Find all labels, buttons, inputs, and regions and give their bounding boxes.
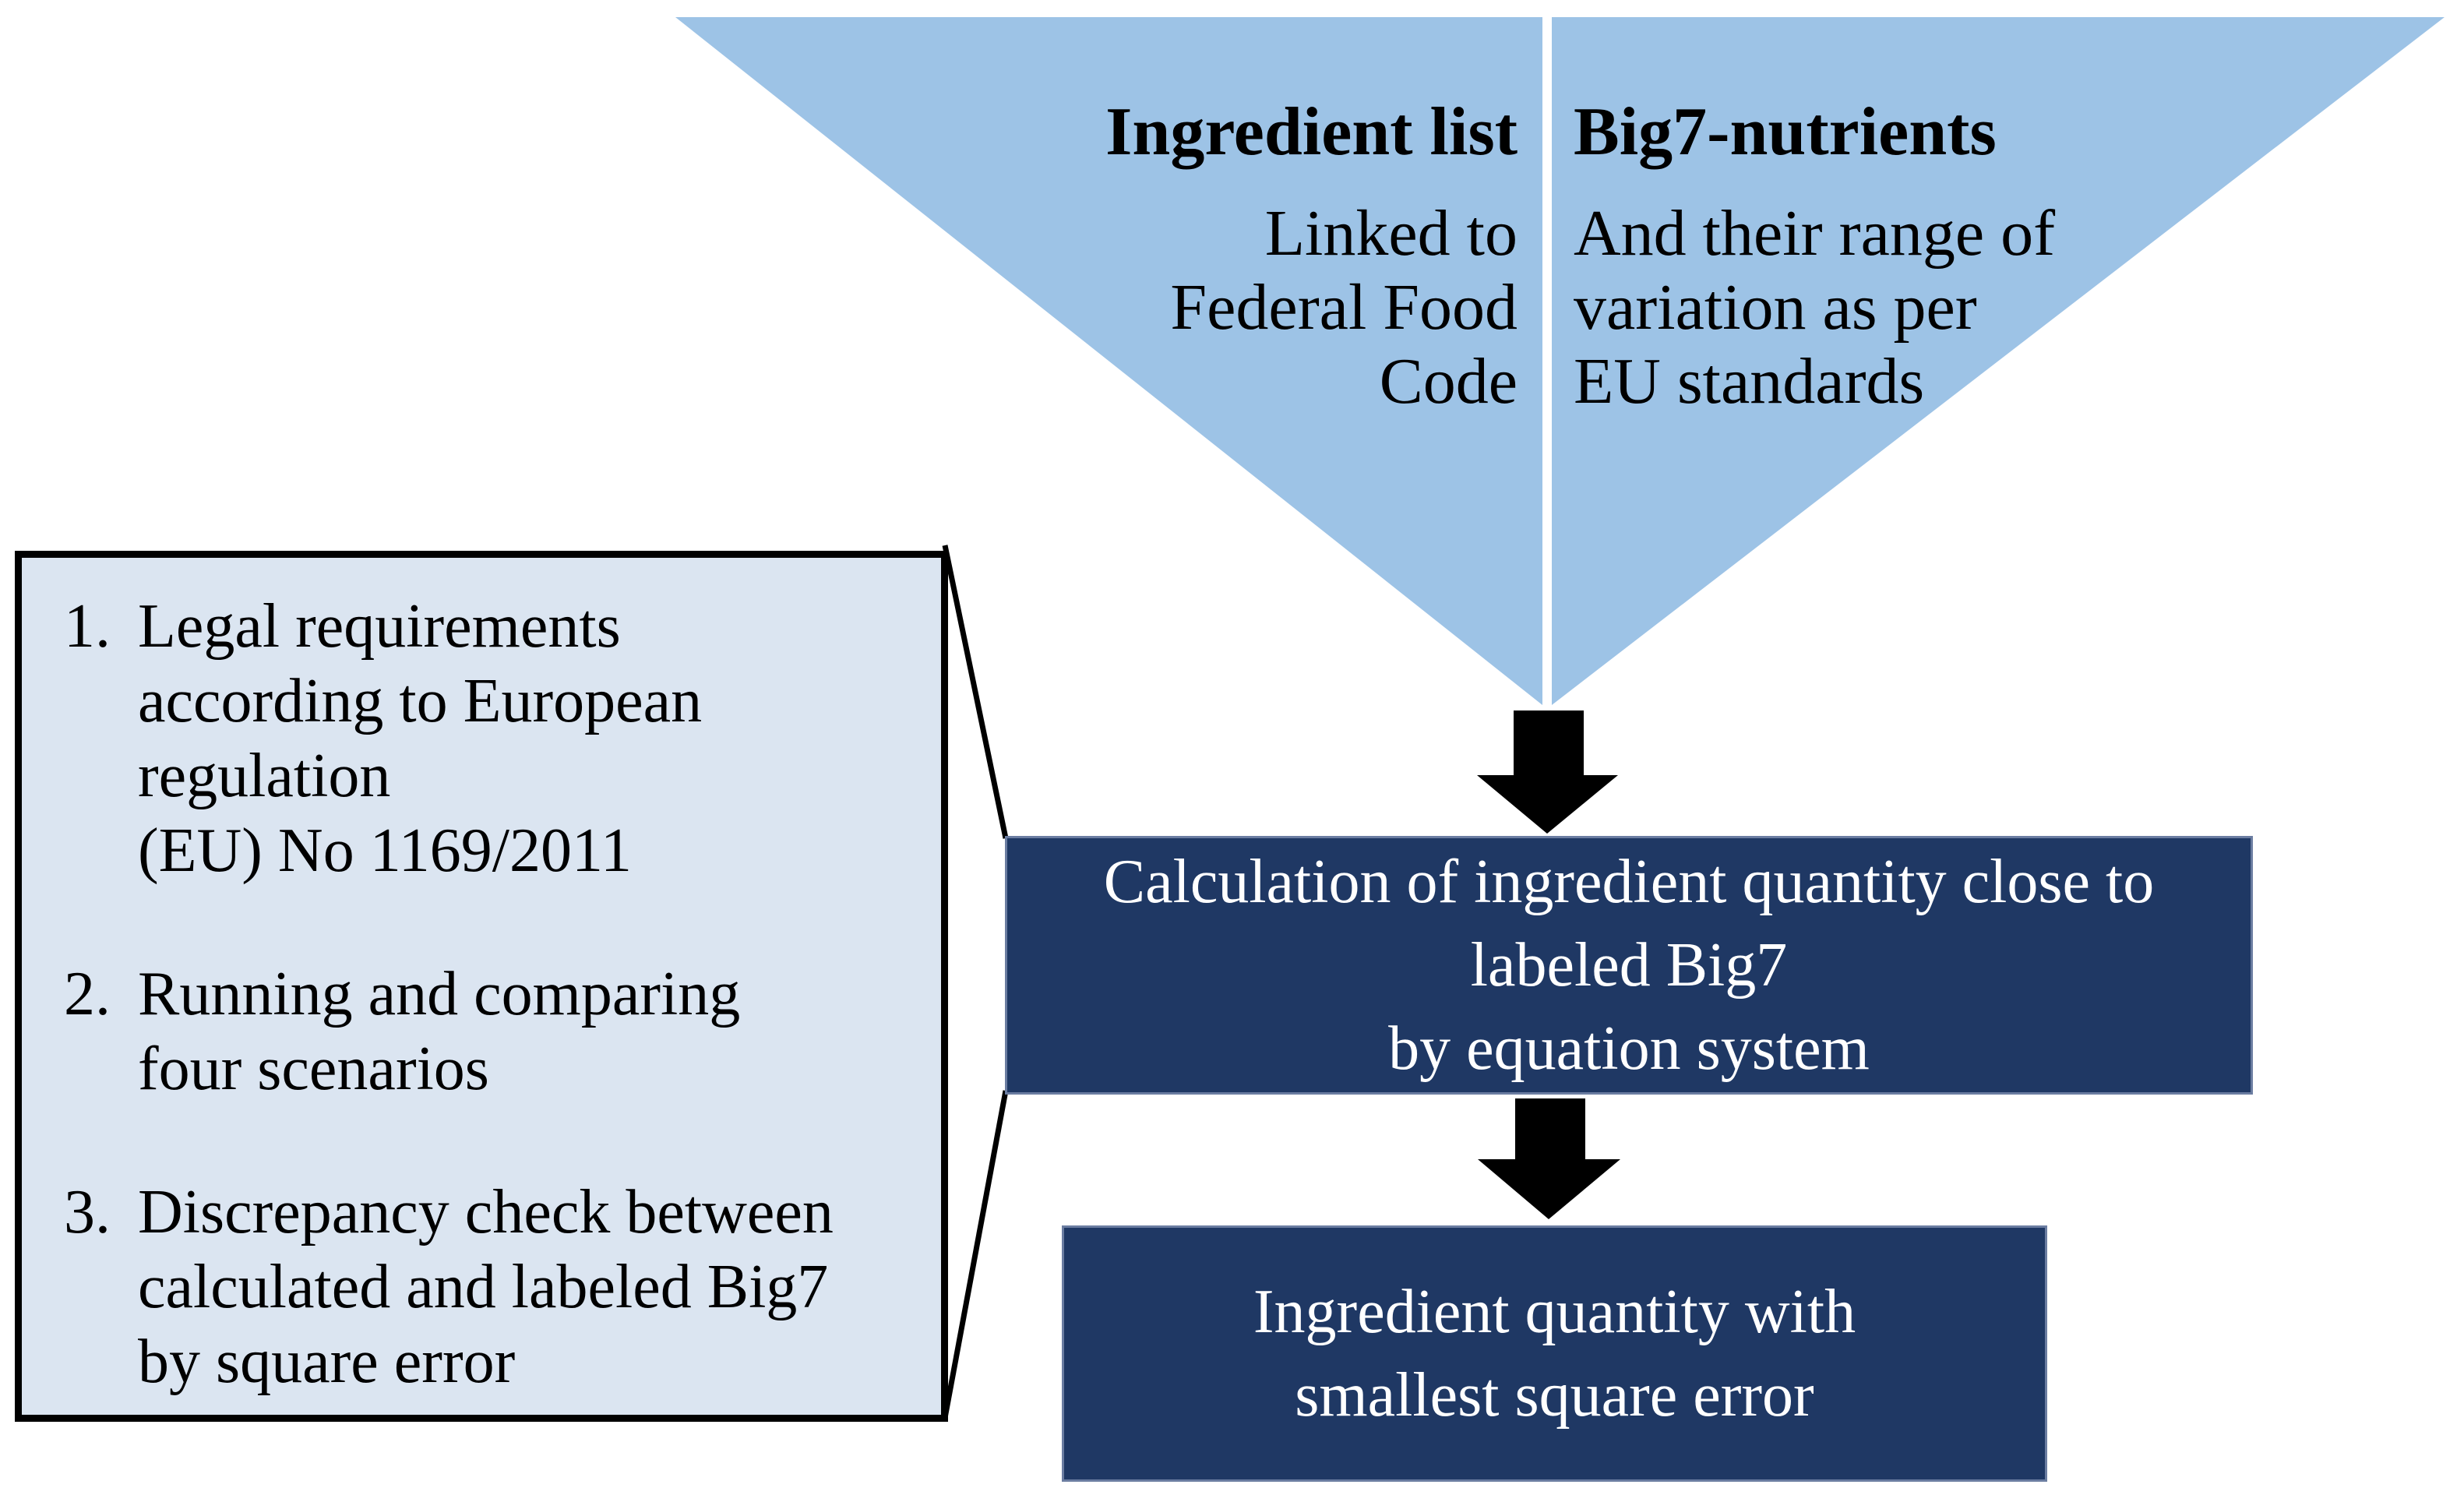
note-item-number: 2. <box>64 960 111 1028</box>
funnel-right-subtitle: And their range of variation as per EU s… <box>1574 197 2056 418</box>
note-item-2: 2. Running and comparing four scenarios <box>64 957 925 1106</box>
callout-line-bottom <box>942 1090 1009 1419</box>
note-item-3: 3. Discrepancy check between calculated … <box>64 1175 925 1399</box>
process-box-result-text: Ingredient quantity with smallest square… <box>1253 1277 1856 1430</box>
process-box-result: Ingredient quantity with smallest square… <box>1062 1225 2047 1482</box>
note-item-text: Legal requirements according to European… <box>138 592 703 885</box>
methodology-note-box: 1. Legal requirements according to Europ… <box>15 551 948 1422</box>
callout-line-top <box>942 545 1009 839</box>
funnel-left-subtitle: Linked to Federal Food Code <box>1170 197 1518 418</box>
funnel-right-title: Big7-nutrients <box>1574 94 1997 170</box>
down-arrow-icon <box>1478 1098 1620 1219</box>
note-item-1: 1. Legal requirements according to Europ… <box>64 589 925 888</box>
funnel-left-triangle <box>675 17 1542 705</box>
funnel-right-triangle <box>1552 17 2445 705</box>
note-item-text: Discrepancy check between calculated and… <box>138 1178 834 1396</box>
process-box-calculation: Calculation of ingredient quantity close… <box>1005 836 2253 1095</box>
note-item-number: 1. <box>64 592 111 661</box>
process-box-calculation-text: Calculation of ingredient quantity close… <box>1103 847 2155 1083</box>
note-item-number: 3. <box>64 1178 111 1246</box>
funnel-left-title: Ingredient list <box>1105 94 1518 170</box>
down-arrow-icon <box>1477 710 1618 834</box>
note-item-text: Running and comparing four scenarios <box>138 960 741 1103</box>
